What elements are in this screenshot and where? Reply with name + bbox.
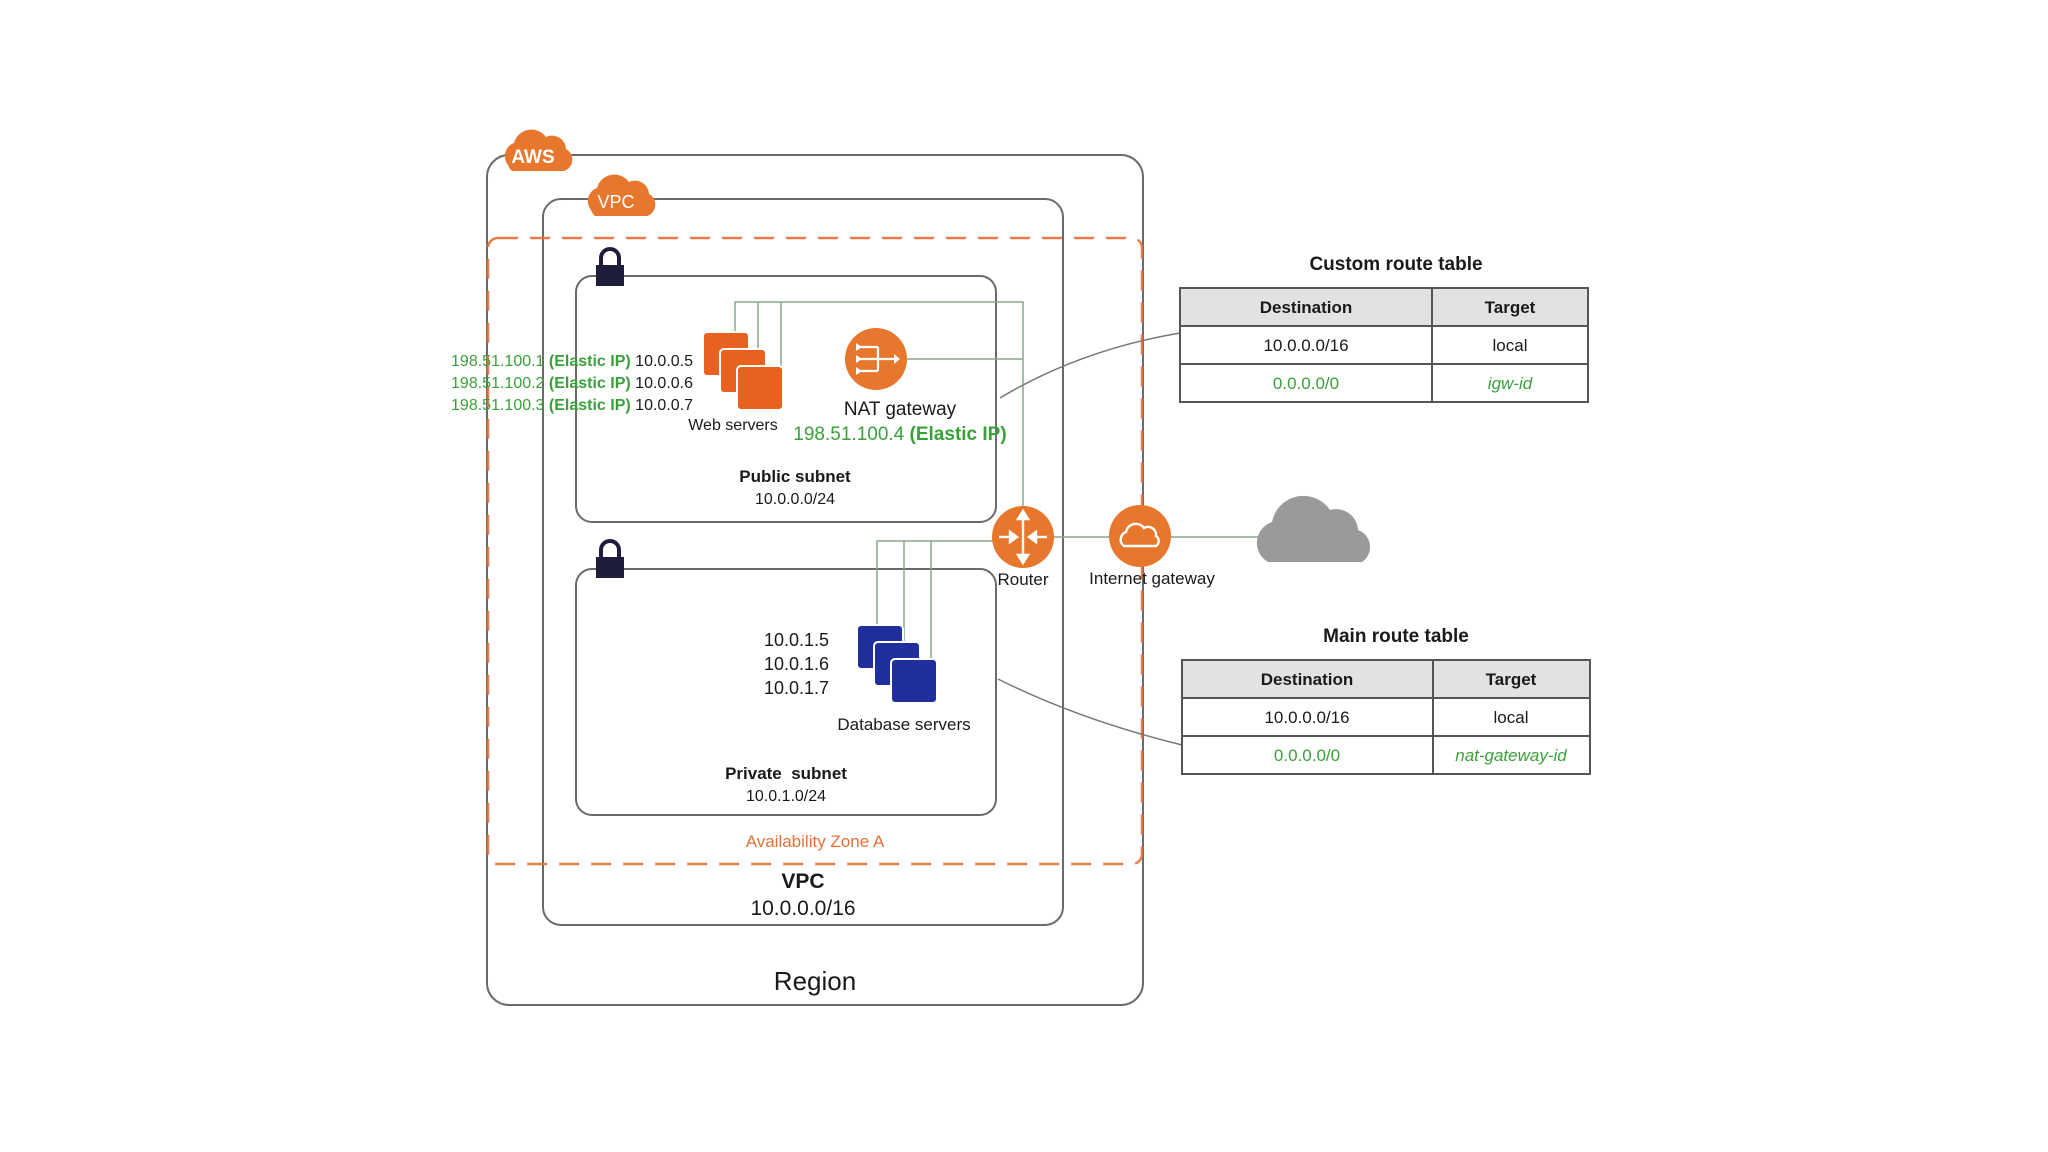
private-subnet-box: [575, 568, 997, 816]
private-subnet-cidr: 10.0.1.0/24: [746, 788, 826, 805]
private-subnet-lock-icon: [596, 539, 624, 578]
vpc-cloud-icon: VPC: [587, 174, 656, 216]
web-server-ip-list: 198.51.100.1 (Elastic IP) 10.0.0.5 198.5…: [451, 353, 693, 414]
public-subnet-lock-icon: [596, 247, 624, 286]
database-server-ip: 10.0.1.7: [764, 678, 829, 698]
web-server-ip-row: 198.51.100.3 (Elastic IP) 10.0.0.7: [451, 397, 693, 414]
public-subnet-box: [575, 275, 997, 523]
web-servers-label: Web servers: [688, 417, 778, 434]
custom-route-table-destination: 0.0.0.0/0: [1273, 374, 1339, 393]
internet-cloud-icon: [1256, 495, 1371, 562]
custom-route-table-association-line: [999, 332, 1181, 399]
web-server-ip-row: 198.51.100.1 (Elastic IP) 10.0.0.5: [451, 353, 693, 370]
availability-zone-label: Availability Zone A: [746, 832, 885, 851]
main-route-table-title: Main route table: [1323, 626, 1469, 647]
internet-gateway-label: Internet gateway: [1089, 569, 1215, 588]
main-route-table-association-line: [997, 678, 1183, 746]
vpc-badge-label: VPC: [597, 192, 634, 212]
custom-route-table-header-target: Target: [1485, 298, 1536, 317]
custom-route-table-destination: 10.0.0.0/16: [1263, 336, 1348, 355]
router-label: Router: [997, 570, 1048, 589]
main-route-table-target: nat-gateway-id: [1455, 746, 1567, 765]
main-route-table-destination: 10.0.0.0/16: [1264, 708, 1349, 727]
custom-route-table-target: local: [1493, 336, 1528, 355]
nat-gateway-label: NAT gateway: [844, 399, 957, 420]
availability-zone-box: [486, 236, 1144, 866]
main-route-table-header-destination: Destination: [1261, 670, 1354, 689]
db-server-link-1: [876, 540, 1003, 630]
aws-badge-label: AWS: [511, 147, 554, 168]
web-servers-icon: [702, 331, 784, 411]
internet-gateway-icon: [1109, 505, 1171, 567]
nat-gateway-elastic-ip: 198.51.100.4 (Elastic IP): [793, 424, 1006, 445]
public-subnet-cidr: 10.0.0.0/24: [755, 491, 835, 508]
custom-route-table-target: igw-id: [1488, 374, 1533, 393]
router-icon: [992, 506, 1054, 568]
public-subnet-title: Public subnet: [739, 467, 851, 486]
database-servers-icon: [856, 624, 938, 704]
custom-route-table: Custom route table Destination Target 10…: [1179, 254, 1589, 403]
vpc-cidr: 10.0.0.0/16: [750, 897, 855, 920]
nat-gateway-icon: [845, 328, 907, 390]
main-route-table-destination: 0.0.0.0/0: [1274, 746, 1340, 765]
private-subnet-title: Private subnet: [725, 764, 847, 783]
main-route-table-target: local: [1494, 708, 1529, 727]
vpc-title: VPC: [781, 870, 824, 893]
web-server-ip-row: 198.51.100.2 (Elastic IP) 10.0.0.6: [451, 375, 693, 392]
main-route-table: Main route table Destination Target 10.0…: [1181, 626, 1591, 775]
database-servers-label: Database servers: [837, 715, 970, 734]
database-server-ip: 10.0.1.6: [764, 654, 829, 674]
connection-lines: [734, 301, 1258, 665]
database-server-ip: 10.0.1.5: [764, 630, 829, 650]
region-label: Region: [774, 966, 856, 996]
custom-route-table-header-destination: Destination: [1260, 298, 1353, 317]
vpc-box: [542, 198, 1064, 926]
aws-cloud-icon: AWS: [504, 129, 573, 171]
main-route-table-header-target: Target: [1486, 670, 1537, 689]
custom-route-table-title: Custom route table: [1309, 254, 1482, 275]
database-server-ip-list: 10.0.1.5 10.0.1.6 10.0.1.7: [764, 630, 829, 698]
web-server-link-1: [734, 301, 1024, 510]
